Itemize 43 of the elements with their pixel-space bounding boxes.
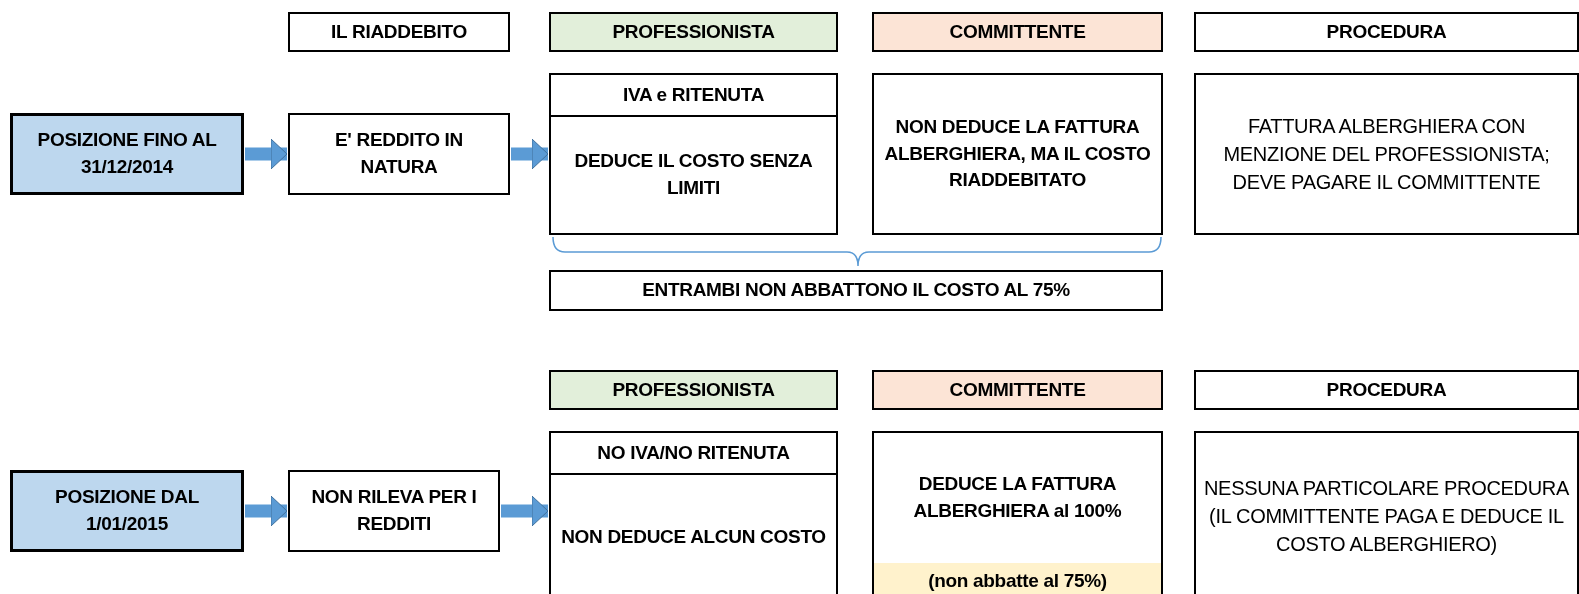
summary-box xyxy=(549,270,1163,311)
table-box xyxy=(288,113,510,195)
sub-heading: IVA e RITENUTA xyxy=(551,75,836,117)
column-header xyxy=(872,12,1163,52)
cell-text: PROCEDURA xyxy=(1325,19,1448,44)
note-text: (non abbatte al 75%) xyxy=(874,563,1161,594)
table-box xyxy=(288,470,500,552)
period-box xyxy=(10,113,244,195)
cell-text: PROFESSIONISTA xyxy=(611,19,776,44)
column-header xyxy=(1194,12,1579,52)
cell-text: NON DEDUCE LA FATTURA ALBERGHIERA, MA IL COSTO RIADDEBITATO xyxy=(883,115,1152,193)
block-arrow xyxy=(245,138,288,170)
block-arrow xyxy=(245,495,288,527)
block-arrow xyxy=(501,495,549,527)
table-box xyxy=(1194,73,1579,235)
cell-text: DEDUCE LA FATTURA ALBERGHIERA al 100% xyxy=(912,472,1123,523)
cell-text: NESSUNA PARTICOLARE PROCEDURA (IL COMMITTENTE PAGA E DEDUCE IL COSTO ALBERGHIERO) xyxy=(1202,476,1571,557)
table-box xyxy=(549,431,838,594)
cell-text: DEDUCE IL COSTO SENZA LIMITI xyxy=(573,149,814,200)
column-header xyxy=(872,370,1163,410)
cell-text: IL RIADDEBITO xyxy=(330,19,468,44)
table-box xyxy=(872,73,1163,235)
cell-text: COMMITTENTE xyxy=(948,19,1087,44)
column-header xyxy=(288,12,510,52)
cell-text: PROFESSIONISTA xyxy=(611,377,776,402)
period-box xyxy=(10,470,244,552)
table-box xyxy=(1194,431,1579,594)
column-header xyxy=(549,370,838,410)
cell-text: POSIZIONE FINO AL 31/12/2014 xyxy=(36,128,218,179)
cell-text: ENTRAMBI NON ABBATTONO IL COSTO AL 75% xyxy=(641,278,1071,303)
column-header xyxy=(1194,370,1579,410)
table-box xyxy=(549,73,838,235)
block-arrow xyxy=(511,138,549,170)
cell-text: NON RILEVA PER I REDDITI xyxy=(310,485,478,536)
cell-text: FATTURA ALBERGHIERA CON MENZIONE DEL PROFESSIONISTA; DEVE PAGARE IL COMMITTENTE xyxy=(1222,114,1551,195)
column-header xyxy=(549,12,838,52)
table-box xyxy=(872,431,1163,594)
sub-heading: NO IVA/NO RITENUTA xyxy=(551,433,836,475)
cell-text: NON DEDUCE ALCUN COSTO xyxy=(560,524,827,549)
cell-text: POSIZIONE DAL 1/01/2015 xyxy=(54,485,200,536)
cell-text: COMMITTENTE xyxy=(948,377,1087,402)
cell-text: E' REDDITO IN NATURA xyxy=(334,128,464,179)
cell-text: PROCEDURA xyxy=(1325,377,1448,402)
